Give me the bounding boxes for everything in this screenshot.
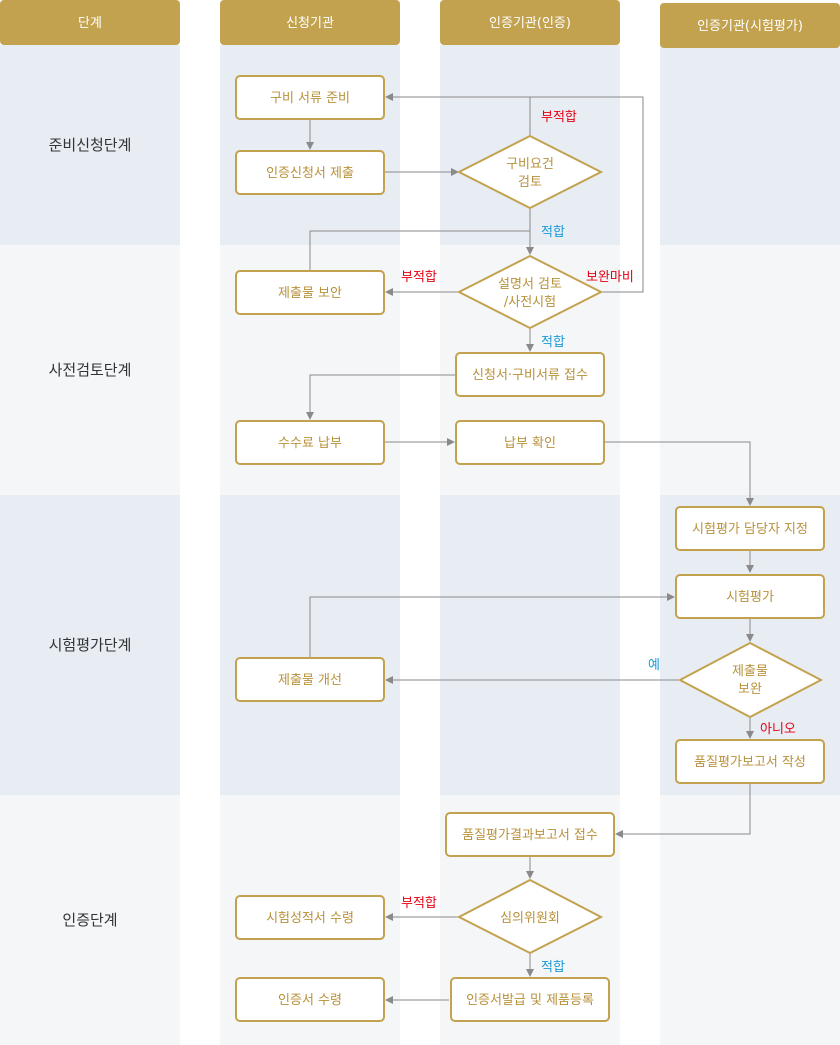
svg-text:설명서 검토: 설명서 검토 [498, 277, 562, 292]
header-stage-label: 단계 [78, 16, 102, 31]
svg-text:수수료 납부: 수수료 납부 [278, 436, 342, 451]
node-improve: 제출물 개선 [235, 657, 385, 702]
decision-req-review: 구비요건 검토 [456, 134, 604, 210]
svg-text:제출물: 제출물 [732, 664, 768, 679]
node-issue-register: 인증서발급 및 제품등록 [450, 977, 610, 1022]
stage-review: 사전검토단계 [49, 361, 132, 379]
label-fail-2: 부적합 [401, 270, 437, 285]
node-prepare-docs: 구비 서류 준비 [235, 75, 385, 120]
label-incomplete: 보완마비 [586, 270, 634, 285]
label-pass-3: 적합 [541, 960, 565, 975]
svg-text:검토: 검토 [518, 175, 542, 190]
svg-text:시험성적서 수령: 시험성적서 수령 [266, 911, 354, 926]
node-payment-check: 납부 확인 [455, 420, 605, 465]
svg-text:/사전시험: /사전시험 [504, 295, 556, 310]
svg-text:심의위원회: 심의위원회 [500, 911, 560, 926]
svg-text:신청서·구비서류 접수: 신청서·구비서류 접수 [472, 368, 588, 383]
node-supplement: 제출물 보안 [235, 270, 385, 315]
header-applicant [220, 0, 400, 45]
label-fail-1: 부적합 [541, 110, 577, 125]
stage-test: 시험평가단계 [49, 636, 132, 654]
node-assign-tester: 시험평가 담당자 지정 [675, 506, 825, 551]
label-pass-2: 적합 [541, 335, 565, 350]
node-result-receipt: 품질평가결과보고서 접수 [445, 812, 615, 857]
column-headers: 단계 신청기관 인증기관(인증) 인증기관(시험평가) [0, 0, 840, 48]
header-applicant-label: 신청기관 [286, 16, 334, 31]
decision-desc-review: 설명서 검토 /사전시험 [456, 254, 604, 330]
svg-text:납부 확인: 납부 확인 [504, 436, 556, 451]
svg-text:시험평가: 시험평가 [726, 590, 774, 605]
connectors [306, 93, 754, 1004]
label-fail-3: 부적합 [401, 896, 437, 911]
node-submit-application: 인증신청서 제출 [235, 150, 385, 195]
label-pass-1: 적합 [541, 225, 565, 240]
svg-text:제출물 보안: 제출물 보안 [278, 286, 342, 301]
label-no: 아니오 [760, 722, 796, 737]
header-cert-body [440, 0, 620, 45]
header-cert-body-label: 인증기관(인증) [489, 16, 571, 31]
header-test-body [660, 3, 840, 48]
svg-text:인증신청서 제출: 인증신청서 제출 [266, 166, 354, 181]
svg-text:시험평가 담당자 지정: 시험평가 담당자 지정 [692, 522, 808, 537]
decision-committee: 심의위원회 [456, 878, 604, 955]
svg-text:보완: 보완 [738, 682, 762, 697]
stage-prep: 준비신청단계 [49, 136, 132, 154]
node-test-report: 시험성적서 수령 [235, 895, 385, 940]
header-stage [0, 0, 180, 45]
svg-text:품질평가보고서 작성: 품질평가보고서 작성 [694, 755, 806, 770]
node-receipt: 신청서·구비서류 접수 [455, 352, 605, 397]
stage-cert: 인증단계 [62, 911, 117, 929]
node-evaluation: 시험평가 [675, 574, 825, 619]
svg-text:구비 서류 준비: 구비 서류 준비 [270, 91, 350, 106]
svg-text:인증서발급 및 제품등록: 인증서발급 및 제품등록 [466, 993, 594, 1008]
node-fee-payment: 수수료 납부 [235, 420, 385, 465]
decision-complement: 제출물 보완 [677, 641, 824, 719]
flow-labels: 부적합 적합 부적합 보완마비 적합 예 아니오 부적합 적합 [401, 110, 796, 975]
node-cert-receive: 인증서 수령 [235, 977, 385, 1022]
stage-labels: 준비신청단계 사전검토단계 시험평가단계 인증단계 [49, 136, 132, 929]
node-quality-report: 품질평가보고서 작성 [675, 739, 825, 784]
svg-text:인증서 수령: 인증서 수령 [278, 993, 342, 1008]
svg-text:제출물 개선: 제출물 개선 [278, 673, 342, 688]
svg-text:구비요건: 구비요건 [506, 157, 554, 172]
header-test-body-label: 인증기관(시험평가) [697, 19, 803, 34]
svg-text:품질평가결과보고서 접수: 품질평가결과보고서 접수 [462, 828, 598, 843]
label-yes: 예 [648, 658, 660, 673]
